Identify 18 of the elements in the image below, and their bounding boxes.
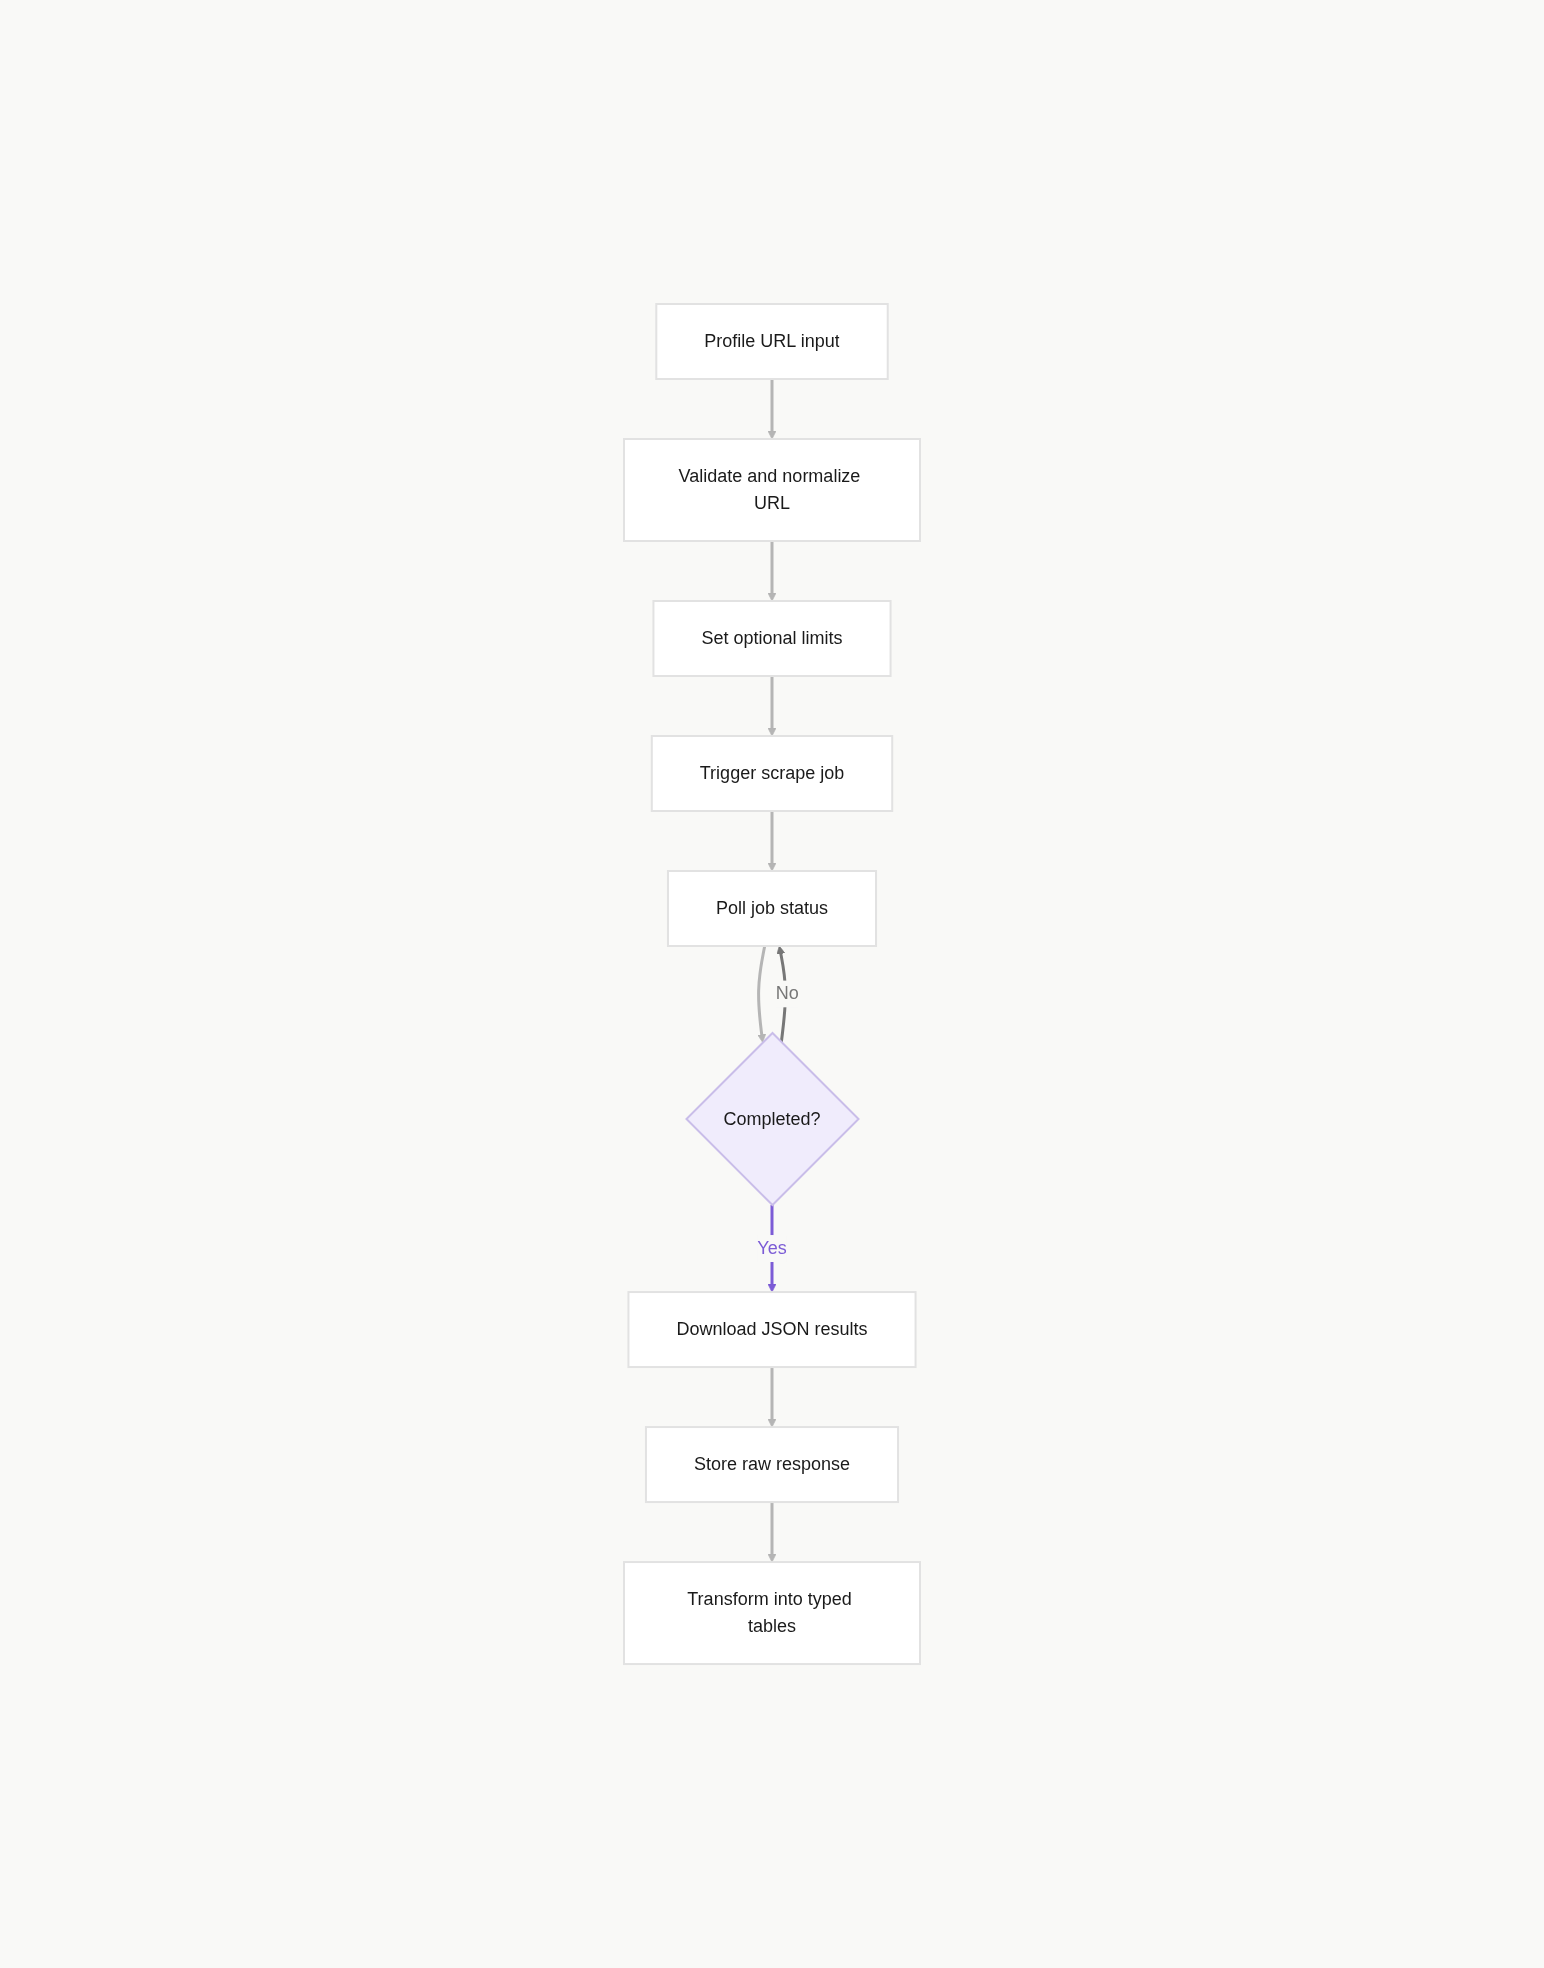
edge-label: Yes bbox=[757, 1238, 787, 1259]
node-diamond: Completed? bbox=[685, 1031, 860, 1207]
arrow bbox=[767, 1367, 777, 1428]
node-box: Profile URL input bbox=[655, 302, 889, 380]
arrow bbox=[757, 945, 767, 1043]
node-box: Transform into typed tables bbox=[623, 1561, 921, 1666]
arrow bbox=[767, 810, 777, 872]
node-box: Download JSON results bbox=[627, 1291, 917, 1369]
arrow bbox=[767, 378, 777, 440]
node-box: Set optional limits bbox=[652, 599, 892, 677]
arrow bbox=[767, 1502, 777, 1563]
node-box: Validate and normalize URL bbox=[623, 437, 921, 542]
edge-label: No bbox=[775, 983, 799, 1004]
arrow bbox=[767, 675, 777, 737]
node-box: Store raw response bbox=[644, 1426, 900, 1504]
arrow bbox=[767, 540, 777, 602]
node-box: Trigger scrape job bbox=[650, 734, 894, 812]
node-box: Poll job status bbox=[666, 869, 878, 947]
